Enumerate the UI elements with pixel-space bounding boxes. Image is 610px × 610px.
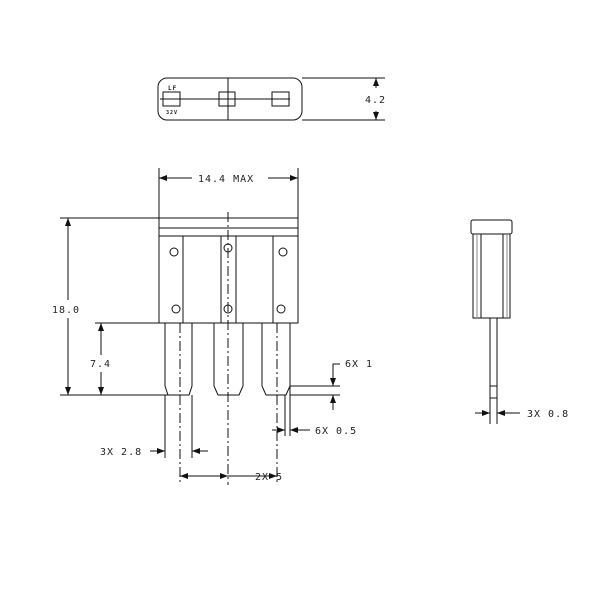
front-view: 14.4 MAX 18.0 7.4 [52, 168, 373, 485]
top-view: LF 32V 4.2 [157, 77, 386, 121]
dim-blade-length: 7.4 [90, 359, 111, 370]
dim-pitch: 2X 5 [255, 472, 283, 483]
dim-blade-thickness: 3X 0.8 [527, 409, 569, 420]
brand-mark: LF [168, 85, 177, 92]
dim-chamfer-length: 6X 1 [345, 359, 373, 370]
dim-height: 18.0 [52, 305, 80, 316]
dim-chamfer-width: 6X 0.5 [315, 426, 357, 437]
logo-symbol-icon [162, 91, 181, 107]
side-view: 3X 0.8 [470, 219, 569, 424]
dim-blade-width: 3X 2.8 [100, 447, 142, 458]
dim-thickness: 4.2 [365, 95, 386, 106]
dim-width: 14.4 MAX [198, 174, 254, 185]
voltage-mark: 32V [166, 110, 178, 116]
